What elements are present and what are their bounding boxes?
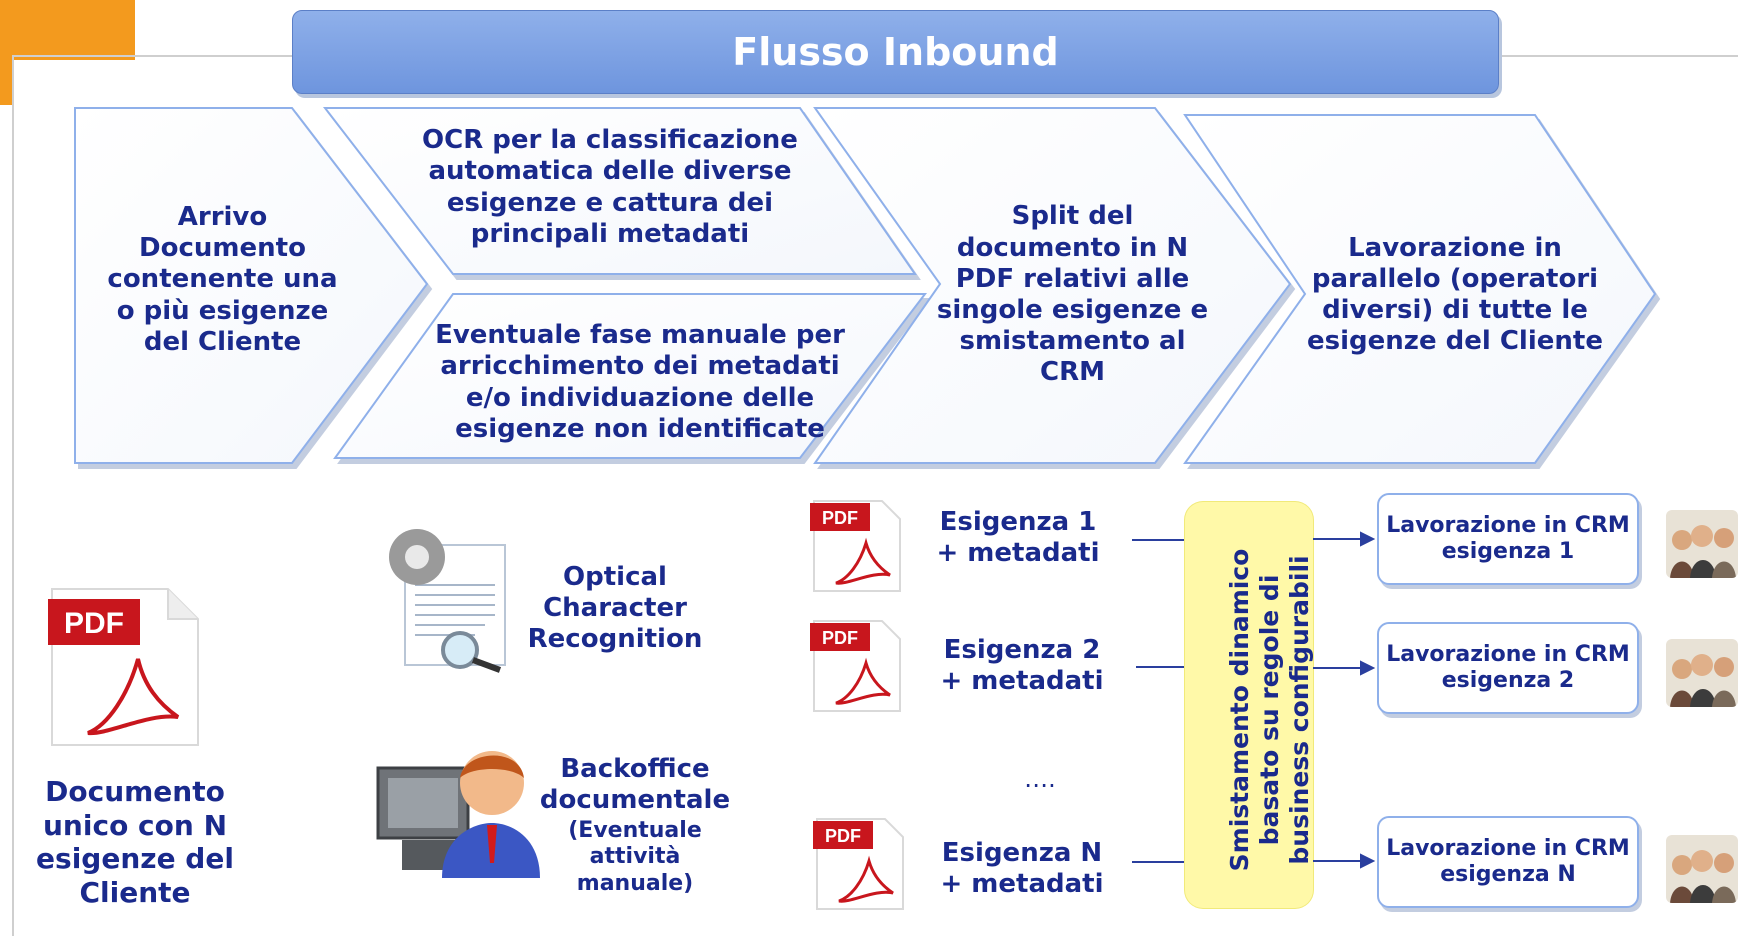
backoffice-title: Backoffice documentale — [539, 754, 731, 816]
chevron-step-4 — [813, 107, 1292, 464]
operators-photo-2 — [1666, 639, 1738, 707]
crm-box-esigenza-2: Lavorazione in CRM esigenza 2 — [1377, 622, 1639, 714]
pdf-icon-esigenza-1: PDF — [810, 500, 901, 592]
pdf-icon-esigenza-n: PDF — [813, 818, 904, 910]
backoffice-operator-icon — [376, 751, 540, 878]
ocr-scan-icon — [389, 529, 506, 673]
step-3-text: Eventuale fase manuale per arricchimento… — [435, 320, 845, 444]
pdf-document-icon: PDF — [48, 588, 199, 746]
svg-text:PDF: PDF — [822, 628, 858, 648]
process-chevrons — [74, 107, 1657, 464]
ocr-label: Optical Character Recognition — [527, 562, 703, 655]
esigenza-2-label: Esigenza 2 + metadati — [922, 635, 1122, 697]
document-label: Documento unico con N esigenze del Clien… — [36, 775, 234, 909]
esigenza-1-name: Esigenza 1 — [939, 507, 1097, 537]
svg-text:PDF: PDF — [825, 826, 861, 846]
operators-photo-n — [1666, 835, 1738, 903]
step-4-text: Split del documento in N PDF relativi al… — [936, 201, 1209, 388]
corner-accent-strip — [0, 55, 12, 105]
esigenza-n-name: Esigenza N — [941, 838, 1103, 868]
chevron-step-5 — [1183, 114, 1657, 464]
esigenza-1-label: Esigenza 1 + metadati — [918, 507, 1118, 569]
routing-arrows — [1313, 531, 1375, 869]
esigenza-2-name: Esigenza 2 — [943, 635, 1101, 665]
step-5-text: Lavorazione in parallelo (operatori dive… — [1307, 232, 1603, 357]
svg-text:PDF: PDF — [822, 508, 858, 528]
step-2-text: OCR per la classificazione automatica de… — [422, 125, 798, 249]
corner-accent — [0, 0, 135, 60]
pdf-icon-esigenza-2: PDF — [810, 620, 901, 712]
chevron-step-3 — [333, 293, 928, 459]
esigenza-n-label: Esigenza N + metadati — [922, 838, 1122, 900]
page-title: Flusso Inbound — [292, 10, 1499, 94]
routing-rules-panel — [1185, 502, 1313, 908]
operators-photo-1 — [1666, 510, 1738, 578]
step-1-text: Arrivo Documento contenente una o più es… — [107, 202, 338, 357]
ellipsis: …. — [1024, 765, 1056, 793]
crm-box-esigenza-1: Lavorazione in CRM esigenza 1 — [1377, 493, 1639, 585]
chevron-step-2 — [322, 107, 917, 275]
esigenza-2-meta: + metadati — [940, 666, 1104, 697]
svg-text:PDF: PDF — [64, 607, 124, 640]
crm-box-esigenza-n: Lavorazione in CRM esigenza N — [1377, 816, 1639, 908]
connector-line-n — [1132, 861, 1185, 863]
esigenza-n-meta: + metadati — [940, 869, 1104, 900]
esigenza-1-meta: + metadati — [936, 538, 1100, 569]
connector-line-2 — [1136, 666, 1185, 668]
chevron-step-1 — [74, 107, 429, 464]
frame-divider-left — [12, 55, 14, 936]
routing-label: Smistamento dinamico basato su regole di… — [1225, 548, 1314, 872]
backoffice-note: (Eventuale attività manuale) — [568, 818, 702, 896]
connector-line-1 — [1132, 539, 1185, 541]
